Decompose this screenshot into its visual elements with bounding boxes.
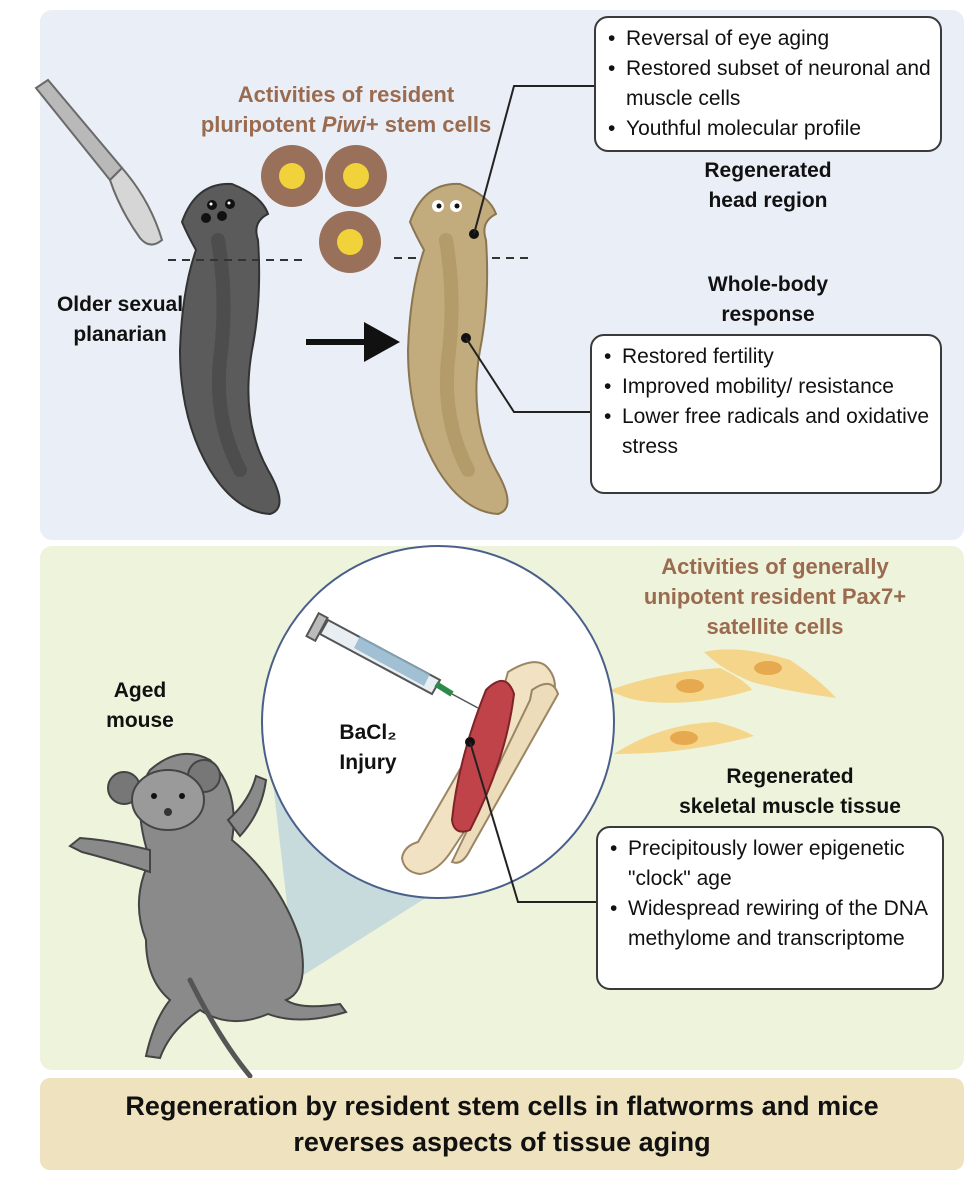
- list-item: Widespread rewiring of the DNA methylome…: [606, 894, 934, 954]
- whole-body-box: Restored fertility Improved mobility/ re…: [590, 334, 942, 494]
- regenerated-head-title: Regenerated head region: [640, 156, 896, 216]
- satellite-title-line2: unipotent resident Pax7+: [643, 584, 907, 609]
- whole-body-title: Whole-body response: [640, 270, 896, 330]
- arrow-right-icon: [306, 322, 400, 362]
- piwi-gene-name: Piwi: [321, 112, 366, 137]
- mouse-icon: [68, 753, 348, 1079]
- young-planarian-icon: [406, 182, 509, 516]
- stem-cells-title-line2: pluripotent Piwi+ stem cells: [200, 112, 492, 137]
- body-title-line2: response: [721, 303, 815, 326]
- banner-line1: Regeneration by resident stem cells in f…: [125, 1091, 879, 1121]
- summary-banner: Regeneration by resident stem cells in f…: [40, 1078, 964, 1170]
- head-region-list: Reversal of eye aging Restored subset of…: [604, 24, 932, 144]
- head-title-line2: head region: [708, 189, 828, 212]
- muscle-title-line2: skeletal muscle tissue: [679, 795, 901, 818]
- whole-body-list: Restored fertility Improved mobility/ re…: [600, 342, 932, 462]
- body-title-line1: Whole-body: [707, 273, 829, 296]
- aged-label-line1: Aged: [113, 679, 167, 702]
- stem-cells-title: Activities of resident pluripotent Piwi+…: [186, 80, 506, 140]
- list-item: Restored subset of neuronal and muscle c…: [604, 54, 932, 114]
- list-item: Precipitously lower epigenetic "clock" a…: [606, 834, 934, 894]
- syringe-icon: [305, 611, 479, 709]
- head-connector-line: [473, 85, 600, 235]
- bacl2-injury-label: BaCl₂ Injury: [318, 718, 418, 778]
- list-item: Restored fertility: [600, 342, 932, 372]
- head-region-box: Reversal of eye aging Restored subset of…: [594, 16, 942, 152]
- scalpel-icon: [34, 78, 164, 246]
- muscle-list: Precipitously lower epigenetic "clock" a…: [606, 834, 934, 954]
- aged-mouse-label: Aged mouse: [80, 676, 200, 736]
- banner-line2: reverses aspects of tissue aging: [293, 1127, 711, 1157]
- old-planarian-icon: [178, 182, 281, 516]
- stem-cells-title-line1: Activities of resident: [237, 82, 455, 107]
- body-connector-line: [465, 337, 592, 413]
- list-item: Improved mobility/ resistance: [600, 372, 932, 402]
- older-label-line1: Older sexual: [56, 293, 184, 316]
- regenerated-muscle-title: Regenerated skeletal muscle tissue: [640, 762, 940, 822]
- head-title-line1: Regenerated: [704, 159, 832, 182]
- satellite-title-line1: Activities of generally: [661, 554, 889, 579]
- list-item: Youthful molecular profile: [604, 114, 932, 144]
- muscle-connector-line: [469, 741, 596, 903]
- older-planarian-label: Older sexual planarian: [40, 290, 200, 350]
- injury-label-line1: BaCl₂: [339, 721, 397, 744]
- satellite-cell-icon: [610, 649, 836, 754]
- muscle-box: Precipitously lower epigenetic "clock" a…: [596, 826, 944, 990]
- satellite-title-line3: satellite cells: [706, 614, 844, 639]
- injury-label-line2: Injury: [339, 751, 397, 774]
- older-label-line2: planarian: [73, 323, 167, 346]
- list-item: Lower free radicals and oxidative stress: [600, 402, 932, 462]
- satellite-cells-title: Activities of generally unipotent reside…: [600, 552, 950, 642]
- muscle-title-line1: Regenerated: [726, 765, 854, 788]
- list-item: Reversal of eye aging: [604, 24, 932, 54]
- stem-cell-icon: [261, 145, 387, 273]
- aged-label-line2: mouse: [106, 709, 174, 732]
